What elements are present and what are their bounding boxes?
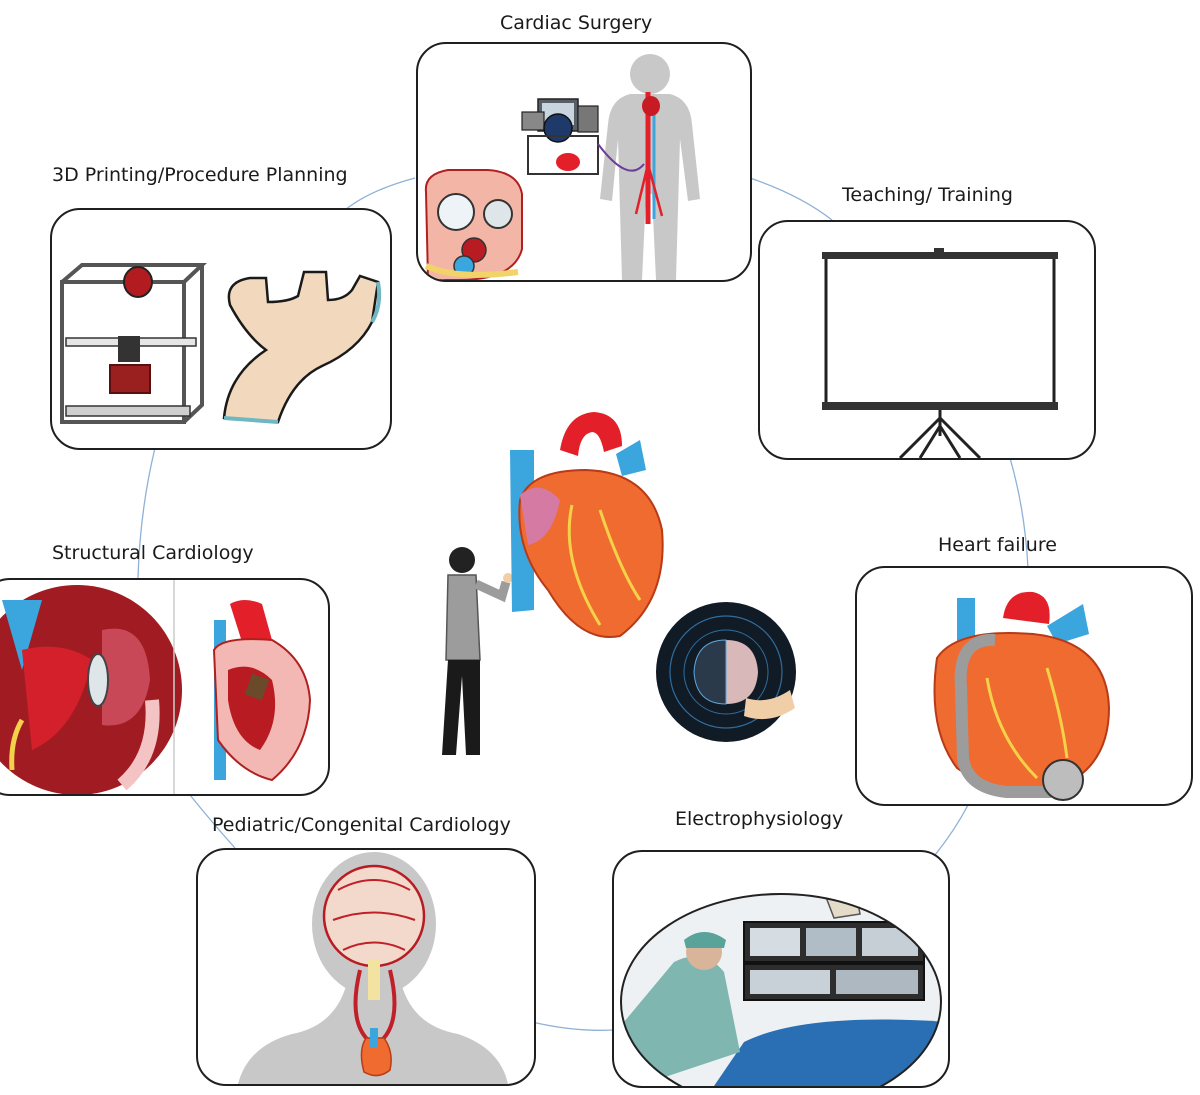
label-teaching: Teaching/ Training [842, 184, 1013, 206]
heart-valve-cross-section [424, 169, 523, 280]
lvad-heart [933, 591, 1111, 801]
label-pediatric: Pediatric/Congenital Cardiology [212, 814, 511, 836]
label-heart-failure: Heart failure [938, 534, 1057, 556]
structural-heart-section [212, 600, 312, 782]
printed-aortic-arch [222, 270, 382, 424]
label-cardiac-surgery: Cardiac Surgery [500, 12, 653, 34]
panel-pediatric [196, 848, 536, 1086]
occluder-cross-section [0, 585, 182, 794]
panel-3d-printing [50, 208, 392, 450]
label-3d-printing: 3D Printing/Procedure Planning [52, 164, 348, 186]
printer-parts [65, 266, 197, 417]
panel-teaching [758, 220, 1096, 460]
vascular-tree [634, 92, 664, 224]
label-structural: Structural Cardiology [52, 542, 254, 564]
panel-structural [0, 578, 330, 796]
panel-cardiac-surgery [416, 42, 752, 282]
projector-screen [822, 248, 1058, 458]
cerebral-arteries [322, 864, 426, 1077]
panel-heart-failure [855, 566, 1193, 806]
heart-lung-machine [521, 98, 645, 175]
panel-electrophysiology [612, 850, 950, 1088]
ep-lab-scene [621, 894, 941, 1086]
label-electrophysiology: Electrophysiology [675, 808, 844, 830]
